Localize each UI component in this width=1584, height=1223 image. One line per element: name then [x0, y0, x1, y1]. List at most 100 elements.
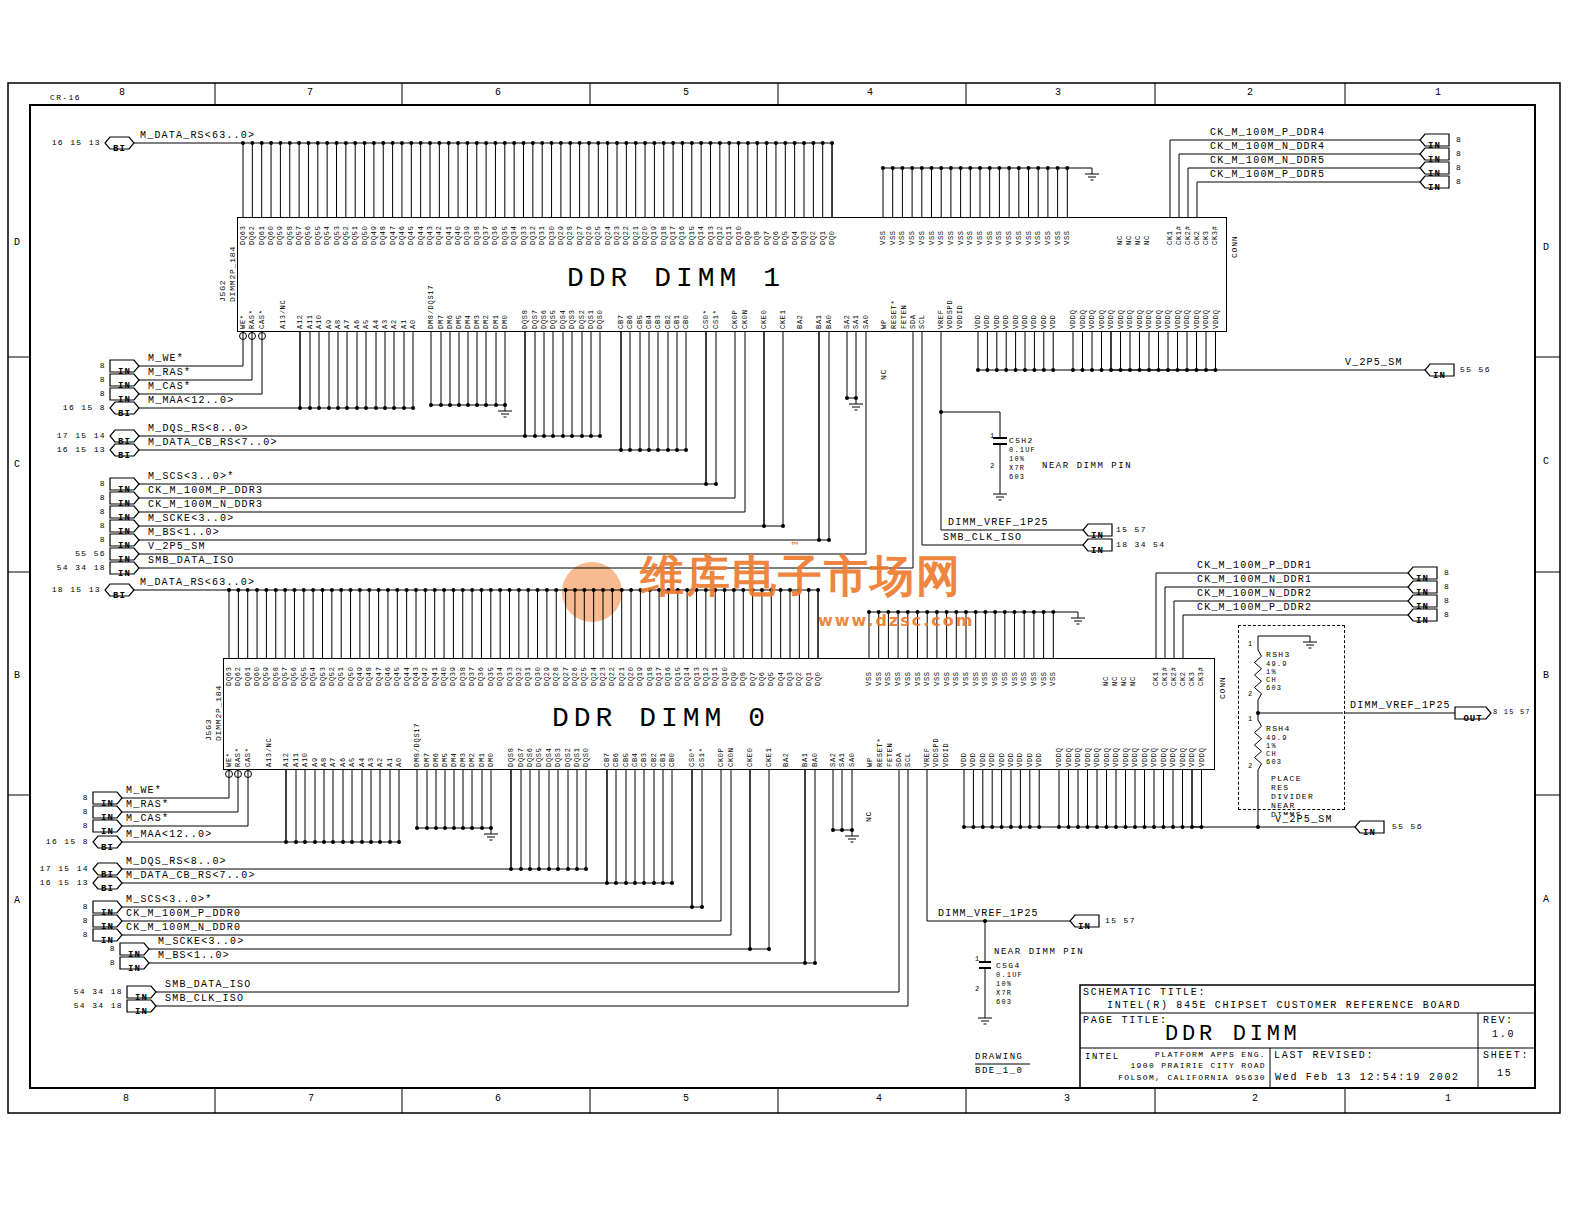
annotation: 1900 PRAIRIE CITY ROAD	[1130, 1061, 1266, 1070]
wire	[1038, 168, 1039, 217]
pin-name: DQ17	[669, 225, 677, 245]
wire	[649, 332, 650, 450]
pin-name: NC	[1129, 676, 1137, 686]
annotation: 5	[683, 87, 691, 98]
wire	[654, 770, 655, 883]
wire	[1135, 770, 1136, 827]
pin-name: SA1	[838, 752, 846, 767]
signal-wire	[122, 770, 229, 798]
pin-name: DQ33	[520, 225, 528, 245]
annotation: 1	[990, 432, 995, 440]
annotation: 16 15 13	[52, 138, 101, 147]
pin-name: CB2	[664, 314, 672, 329]
part-title: DDR DIMM 1	[567, 264, 785, 293]
signal-wire	[139, 332, 706, 484]
annotation: NC	[864, 811, 873, 822]
signal-wire	[122, 770, 248, 826]
pin-name: VDDQ	[1188, 747, 1196, 767]
annotation: 10%	[996, 980, 1012, 988]
annotation: 17 15 14	[40, 864, 89, 873]
wire	[350, 590, 351, 658]
port-flag: IN	[1420, 162, 1449, 174]
pin-name: DQS3	[554, 747, 562, 767]
wire	[266, 590, 267, 658]
pin-name: DQ30	[534, 666, 542, 686]
wire	[702, 770, 703, 907]
annotation: 2	[1247, 87, 1255, 98]
ground-symbol	[487, 837, 495, 838]
pin-name: DQ57	[281, 666, 289, 686]
pin-name: DQS4	[545, 747, 553, 767]
wire	[404, 332, 405, 408]
zone-divider	[778, 1088, 779, 1113]
flag-text: IN	[1428, 182, 1441, 194]
pin-name: A2	[390, 319, 398, 329]
sheet-border	[30, 105, 1535, 1088]
annotation: 8	[100, 521, 106, 530]
pin-name: DQ35	[501, 225, 509, 245]
annotation: 16 15 8	[46, 837, 89, 846]
ground-symbol	[1303, 642, 1317, 643]
ground-symbol	[852, 407, 860, 408]
signal-wire	[122, 770, 511, 869]
pin-name: VSS	[937, 230, 945, 245]
wire	[577, 770, 578, 869]
wire	[434, 590, 435, 658]
wire	[799, 590, 800, 658]
annotation: 2	[990, 462, 995, 470]
port-flag: BI	[93, 863, 122, 875]
wire	[757, 143, 758, 217]
wire	[491, 770, 492, 828]
wire	[568, 770, 569, 869]
pin-name: VDD	[960, 752, 968, 767]
zone-divider	[1535, 357, 1560, 358]
ground-stem	[1078, 612, 1079, 618]
pin-name: VSS	[879, 230, 887, 245]
wire	[724, 590, 725, 658]
wire	[752, 590, 753, 658]
annotation: 1%	[1266, 668, 1277, 676]
annotation: 8	[119, 87, 127, 98]
annotation: 603	[1009, 473, 1025, 481]
signal-name: M_DATA_CB_RS<7..0>	[148, 438, 278, 448]
pin-name: CK1	[1152, 671, 1160, 686]
pin-name: DQ22	[622, 225, 630, 245]
wire	[989, 168, 990, 217]
signal-wire	[122, 770, 607, 883]
wire	[701, 143, 702, 217]
pin-name: A1	[386, 757, 394, 767]
wire	[883, 168, 884, 217]
pin-name: VDD	[1049, 314, 1057, 329]
pin-name: DQ32	[529, 225, 537, 245]
pin-name: A11	[306, 314, 314, 329]
annotation: 8	[1444, 568, 1450, 577]
pin-name: DQ50	[347, 666, 355, 686]
pin-name: VSS	[1015, 230, 1023, 245]
signal-name: V_2P5_SM	[1345, 358, 1403, 368]
port-flag: IN	[110, 388, 139, 400]
annotation: 15 57	[1105, 916, 1136, 925]
signal-name: M_DATA_CB_RS<7..0>	[126, 871, 256, 881]
pin-name: VDDQ	[1145, 309, 1153, 329]
pin-name: DQ45	[407, 225, 415, 245]
annotation: 2	[1248, 762, 1253, 770]
pin-name: DQ9	[744, 230, 752, 245]
pin-name: A0	[409, 319, 417, 329]
ground-symbol	[845, 836, 859, 837]
pin-name: BA0	[811, 752, 819, 767]
pin-name: VSS	[952, 671, 960, 686]
wire	[1015, 332, 1016, 370]
wire	[985, 921, 986, 962]
pin-name: VDD	[993, 314, 1001, 329]
annotation: DRAWING	[975, 1052, 1024, 1062]
pin-name: DM2	[482, 314, 490, 329]
pin-name: VSS	[904, 671, 912, 686]
wire	[551, 143, 552, 217]
wire	[431, 332, 432, 405]
wire	[631, 590, 632, 658]
annotation: INTEL	[1085, 1052, 1120, 1062]
zone-divider	[590, 1088, 591, 1113]
pin-name: DQ13	[693, 666, 701, 686]
wire	[783, 332, 784, 526]
wire	[495, 143, 496, 217]
